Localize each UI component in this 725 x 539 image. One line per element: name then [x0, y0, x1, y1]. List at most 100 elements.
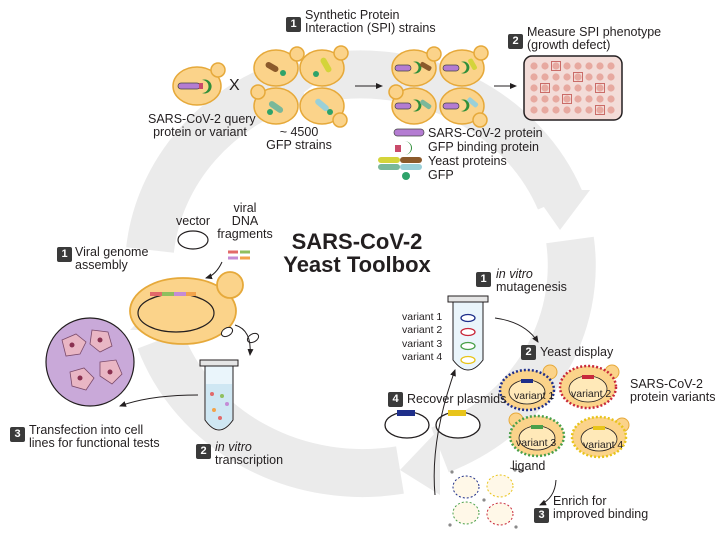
yeast-display-label: Yeast display	[540, 345, 614, 359]
dna-fragments	[228, 250, 250, 260]
ligand-pointer	[509, 467, 525, 472]
left-step1-label: Viral genome assembly	[75, 246, 148, 272]
right-step4-badge: 4	[388, 392, 403, 407]
plate-well	[530, 106, 538, 114]
cell-variant-4: variant 4	[583, 439, 624, 451]
plate-well	[585, 73, 593, 81]
query-yeast-cell	[172, 62, 226, 106]
top-step1-label: Synthetic Protein Interaction (SPI) stra…	[305, 9, 436, 35]
protein-var-line1: SARS-CoV-2	[630, 377, 703, 391]
transcription-tube	[199, 359, 239, 431]
plate-well	[552, 62, 560, 70]
plate-well	[596, 95, 604, 103]
right-step1-label: in vitro mutagenesis	[496, 268, 567, 294]
plate-well-hit	[562, 94, 572, 104]
plate-well	[574, 84, 582, 92]
left-step2-label: in vitro transcription	[215, 441, 283, 467]
left-step1-badge: 1	[57, 247, 72, 262]
legend-gfp-binding: GFP binding protein	[428, 140, 539, 154]
left-step3-line2: lines for functional tests	[29, 436, 160, 450]
plate-well	[596, 106, 604, 114]
arrow-to-enrich	[539, 479, 557, 506]
gfp-strain-cells	[250, 45, 349, 128]
plate-well	[607, 106, 615, 114]
gfp-line1: ~ 4500	[279, 125, 319, 139]
tube-variant-1: variant 1	[402, 311, 443, 323]
enriched-cells	[448, 468, 518, 529]
enrich-label: Enrich for improved binding	[553, 495, 648, 521]
toolbox-title: SARS-CoV-2 Yeast Toolbox	[262, 230, 452, 276]
plate-well	[596, 84, 604, 92]
right-step3-badge: 3	[534, 508, 549, 523]
spi-strain-cells	[388, 45, 489, 128]
display-cell-variant-marker	[531, 425, 543, 429]
plate-well	[574, 106, 582, 114]
plate-well	[552, 95, 560, 103]
plate-well	[596, 73, 604, 81]
plate-well	[541, 106, 549, 114]
plate-well	[541, 84, 549, 92]
title-line1: SARS-CoV-2	[291, 229, 423, 254]
query-protein-label: SARS-CoV-2 query protein or variant	[148, 113, 256, 139]
arrow-tube-to-dish	[119, 394, 199, 407]
plate-well	[585, 84, 593, 92]
plate-well	[607, 73, 615, 81]
cell-variant-3: variant 3	[516, 437, 557, 449]
plate-well	[563, 84, 571, 92]
plate-well	[541, 73, 549, 81]
plate-well	[530, 84, 538, 92]
plate-well	[541, 62, 549, 70]
legend-gfp: GFP	[428, 168, 454, 182]
plate-well-hit	[540, 83, 550, 93]
display-yeast-cells	[498, 364, 630, 459]
plate-well	[574, 62, 582, 70]
tube-variant-4: variant 4	[402, 351, 443, 363]
plate-well	[552, 84, 560, 92]
left-step1-line1: Viral genome	[75, 245, 149, 259]
plate-well	[563, 106, 571, 114]
top-step1-badge: 1	[286, 17, 301, 32]
left-step2-line1: in vitro	[215, 440, 252, 454]
enrich-line1: Enrich for	[553, 494, 607, 508]
left-step3-line1: Transfection into cell	[29, 423, 144, 437]
recover-plasmids-label: Recover plasmids	[407, 392, 507, 406]
plate-well	[530, 62, 538, 70]
left-step3-label: Transfection into cell lines for functio…	[29, 424, 160, 450]
plate-well	[607, 84, 615, 92]
plate-well	[596, 62, 604, 70]
small-plasmids	[220, 326, 260, 344]
plate-well	[552, 106, 560, 114]
left-step3-badge: 3	[10, 427, 25, 442]
plate-well	[563, 95, 571, 103]
plate-well	[541, 95, 549, 103]
vector-label: vector	[176, 214, 211, 228]
protein-variants-label: SARS-CoV-2 protein variants	[630, 378, 715, 404]
legend-sars-protein: SARS-CoV-2 protein	[428, 126, 543, 140]
right-step2-badge: 2	[521, 345, 536, 360]
right-step1-badge: 1	[476, 272, 491, 287]
top-step2-line2: (growth defect)	[527, 38, 611, 52]
plate-well	[574, 95, 582, 103]
plate-well	[574, 73, 582, 81]
plate-well-hit	[573, 72, 583, 82]
tube-variant-3: variant 3	[402, 338, 443, 350]
arrow-to-display	[494, 317, 539, 343]
arrow-to-tube-left	[234, 324, 254, 356]
plate-well	[530, 73, 538, 81]
top-step2-label: Measure SPI phenotype (growth defect)	[527, 26, 661, 52]
phenotype-plate	[523, 55, 623, 121]
plate-well-hit	[595, 105, 605, 115]
plate-well-hit	[551, 61, 561, 71]
plate-well	[607, 95, 615, 103]
arrow-fragments-to-yeast	[205, 261, 223, 280]
tube-variant-2: variant 2	[402, 324, 443, 336]
ligand-label: ligand	[512, 459, 546, 473]
top-step1-line2: Interaction (SPI) strains	[305, 21, 436, 35]
gfp-line2: GFP strains	[266, 138, 332, 152]
plate-well	[585, 106, 593, 114]
left-step2-badge: 2	[196, 444, 211, 459]
plate-well	[563, 73, 571, 81]
top-step2-badge: 2	[508, 34, 523, 49]
